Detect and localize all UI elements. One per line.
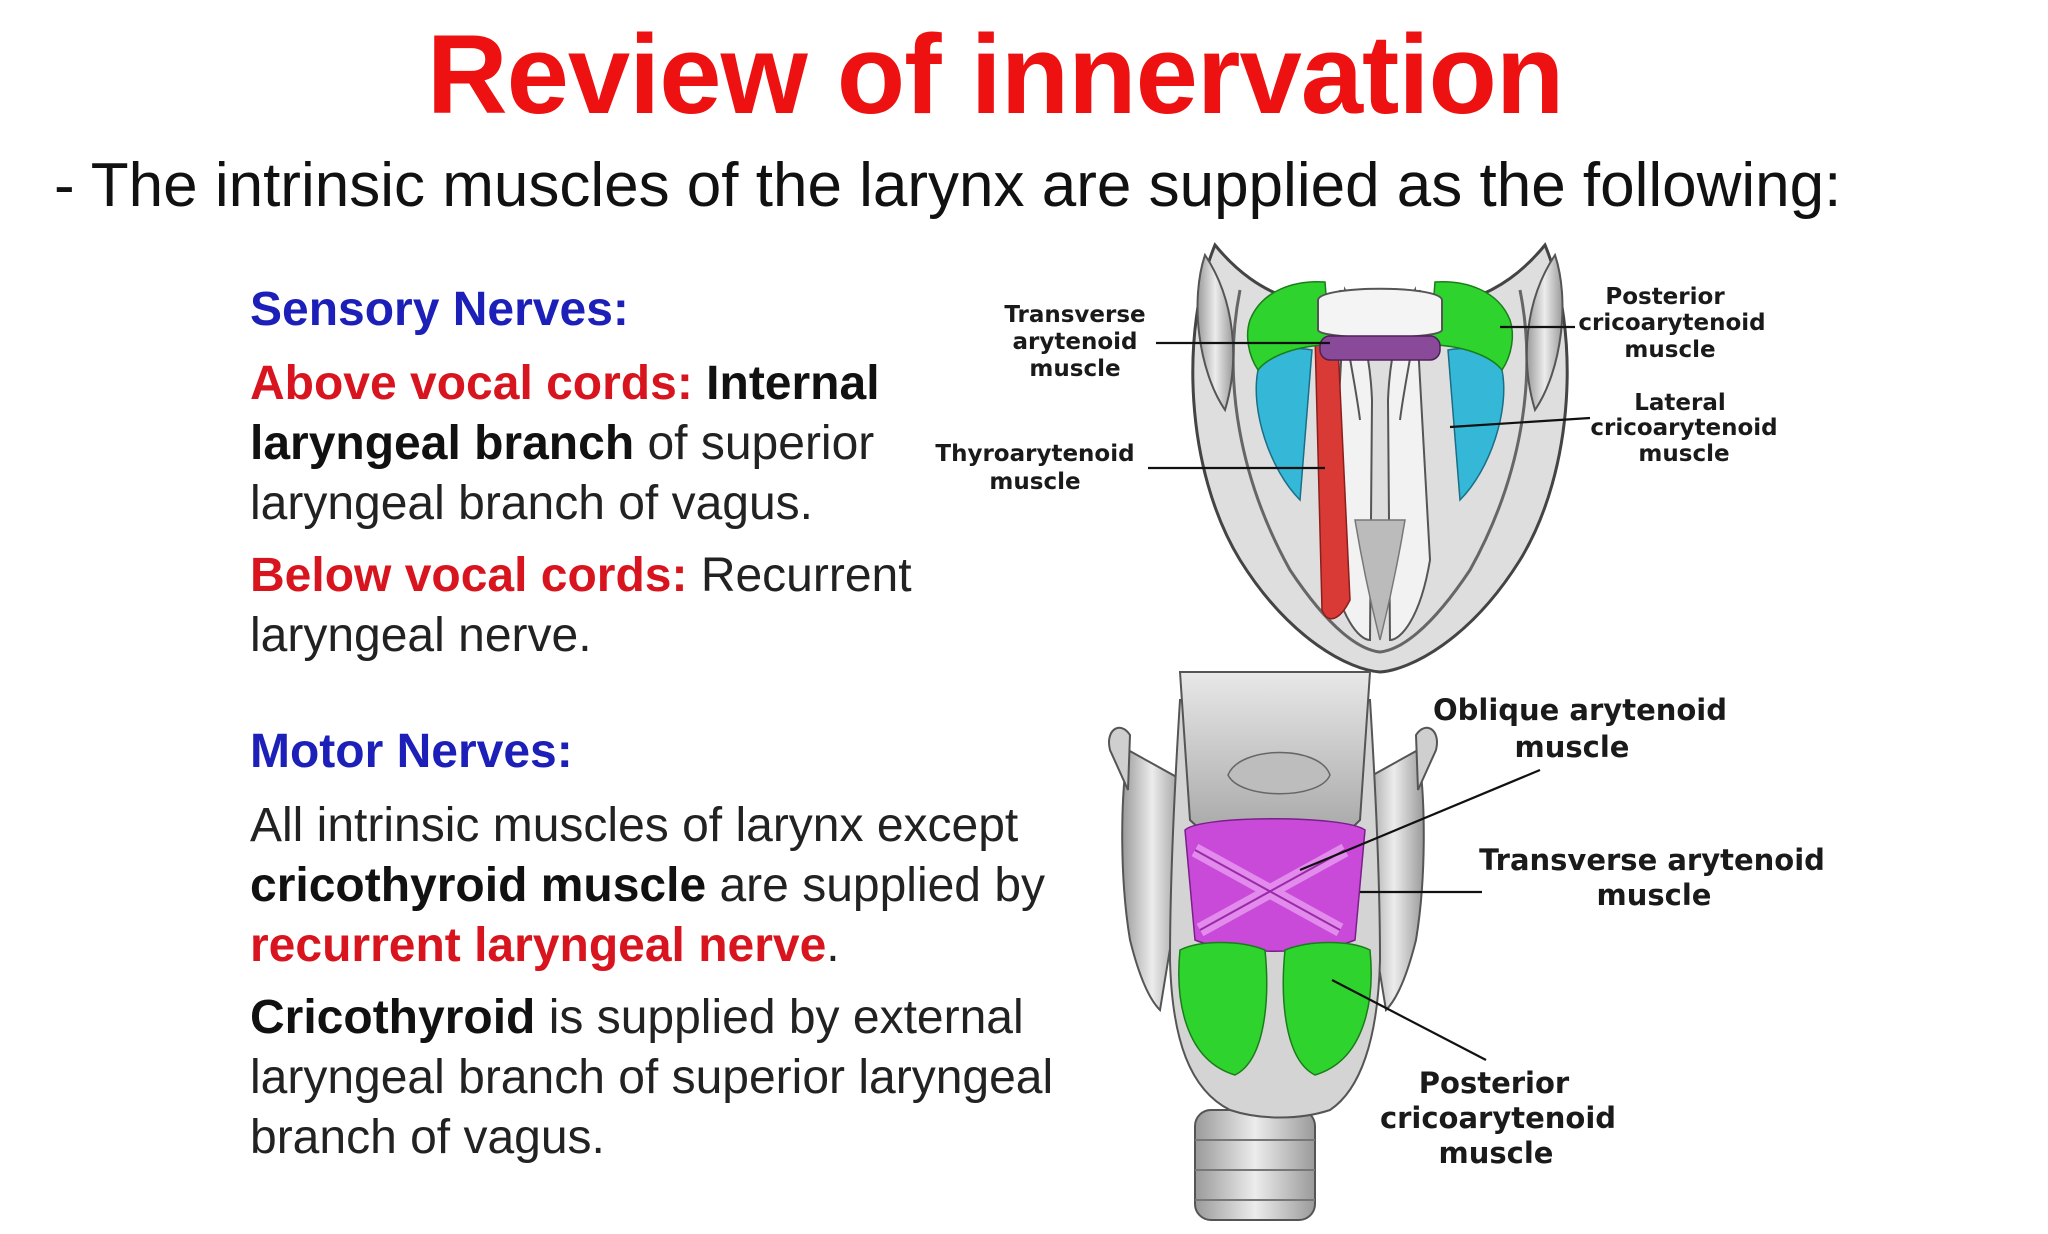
top-label-posterior-cricoarytenoid: Posterior cricoarytenoid muscle bbox=[1578, 284, 1765, 363]
svg-text:cricoarytenoid: cricoarytenoid bbox=[1590, 415, 1777, 441]
sensory-above-paragraph: Above vocal cords: Internal laryngeal br… bbox=[250, 354, 1080, 534]
sensory-below-paragraph: Below vocal cords: Recurrent laryngeal n… bbox=[250, 546, 1080, 666]
top-label-thyroarytenoid: Thyroarytenoid muscle bbox=[935, 441, 1134, 495]
slide-subtitle: - The intrinsic muscles of the larynx ar… bbox=[54, 151, 1842, 220]
svg-text:cricoarytenoid: cricoarytenoid bbox=[1578, 310, 1765, 336]
svg-text:muscle: muscle bbox=[989, 469, 1080, 495]
above-vocal-cords-rest: of superior laryngeal branch of vagus. bbox=[250, 417, 875, 530]
leader-lateral-cricoarytenoid bbox=[1449, 416, 1591, 429]
motor-paragraph-1: All intrinsic muscles of larynx except c… bbox=[250, 796, 1080, 976]
below-vocal-cords-rest: Recurrent laryngeal nerve. bbox=[250, 549, 912, 662]
motor-paragraph-2: Cricothyroid is supplied by external lar… bbox=[250, 988, 1080, 1168]
svg-text:Oblique arytenoid: Oblique arytenoid bbox=[1433, 693, 1727, 727]
svg-text:muscle: muscle bbox=[1439, 1136, 1554, 1170]
nerve-text-panel: Sensory Nerves: Above vocal cords: Inter… bbox=[250, 280, 1080, 1180]
below-vocal-cords-label: Below vocal cords: bbox=[250, 549, 688, 602]
svg-text:Transverse: Transverse bbox=[1004, 302, 1145, 328]
motor-p1-end: . bbox=[826, 919, 840, 972]
svg-text:Lateral: Lateral bbox=[1634, 390, 1726, 416]
slide-title: Review of innervation bbox=[426, 12, 1565, 137]
recurrent-laryngeal-nerve-text: recurrent laryngeal nerve bbox=[250, 919, 827, 972]
bottom-label-posterior-cricoarytenoid: Posterior cricoarytenoid muscle bbox=[1380, 1066, 1616, 1170]
svg-text:Posterior: Posterior bbox=[1605, 284, 1725, 310]
svg-text:arytenoid: arytenoid bbox=[1013, 329, 1138, 355]
top-label-lateral-cricoarytenoid: Lateral cricoarytenoid muscle bbox=[1590, 390, 1777, 467]
cricothyroid-text: Cricothyroid bbox=[250, 991, 536, 1044]
leader-oblique-arytenoid bbox=[1299, 768, 1541, 872]
svg-text:Posterior: Posterior bbox=[1419, 1066, 1570, 1100]
above-vocal-cords-label: Above vocal cords: bbox=[250, 357, 693, 410]
svg-text:muscle: muscle bbox=[1624, 337, 1715, 363]
svg-text:muscle: muscle bbox=[1638, 441, 1729, 467]
motor-p1-mid: are supplied by bbox=[719, 859, 1046, 912]
bottom-label-oblique-arytenoid: Oblique arytenoid muscle bbox=[1433, 693, 1727, 764]
bottom-label-transverse-arytenoid: Transverse arytenoid muscle bbox=[1479, 843, 1825, 912]
svg-text:muscle: muscle bbox=[1597, 878, 1712, 912]
bottom-larynx-illustration bbox=[1108, 671, 1438, 1221]
top-larynx-illustration bbox=[1191, 242, 1569, 674]
motor-heading: Motor Nerves: bbox=[250, 725, 573, 778]
motor-p1-start: All intrinsic muscles of larynx except bbox=[250, 799, 1019, 852]
motor-p2-rest: is supplied by external laryngeal branch… bbox=[250, 991, 1054, 1164]
internal-laryngeal-branch-text: Internal laryngeal branch bbox=[250, 357, 880, 470]
cricothyroid-muscle-text: cricothyroid muscle bbox=[250, 859, 707, 912]
top-label-transverse-arytenoid: Transverse arytenoid muscle bbox=[1004, 302, 1145, 382]
svg-text:Thyroarytenoid: Thyroarytenoid bbox=[935, 441, 1134, 467]
leader-posterior-cricoarytenoid-bottom bbox=[1331, 979, 1487, 1061]
svg-text:cricoarytenoid: cricoarytenoid bbox=[1380, 1101, 1616, 1135]
svg-text:muscle: muscle bbox=[1515, 730, 1630, 764]
svg-text:Transverse arytenoid: Transverse arytenoid bbox=[1479, 843, 1825, 877]
sensory-heading: Sensory Nerves: bbox=[250, 283, 629, 336]
svg-text:muscle: muscle bbox=[1029, 356, 1120, 382]
